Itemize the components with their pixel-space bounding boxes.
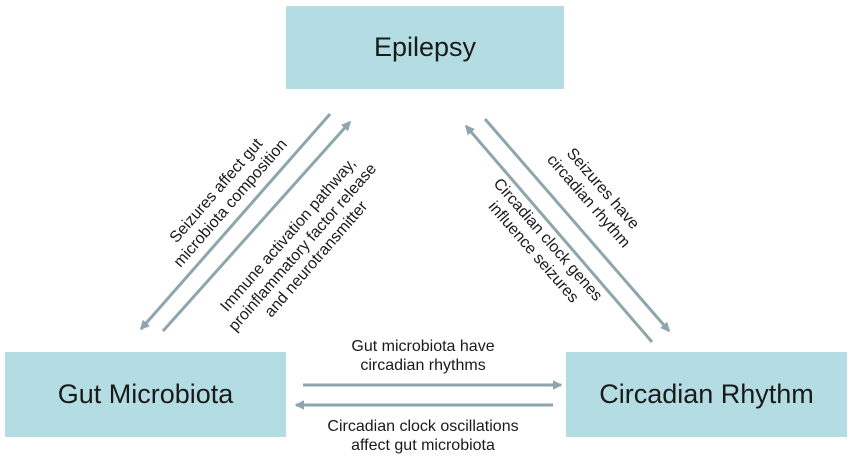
label-circadian-to-gut-line2: affect gut microbiota <box>351 436 495 454</box>
gut-microbiota-label: Gut Microbiota <box>57 379 234 409</box>
arrow-epilepsy-to-gut <box>139 113 332 331</box>
label-circadian-to-gut: Circadian clock oscillations affect gut … <box>308 418 538 455</box>
gut-microbiota-node: Gut Microbiota <box>5 352 286 437</box>
epilepsy-node: Epilepsy <box>286 6 564 89</box>
label-gut-to-circadian-line1: Gut microbiota have <box>351 338 495 355</box>
circadian-rhythm-label: Circadian Rhythm <box>599 379 814 409</box>
label-circadian-to-gut-line1: Circadian clock oscillations <box>327 418 519 435</box>
circadian-rhythm-node: Circadian Rhythm <box>566 352 847 437</box>
label-gut-to-circadian-line2: circadian rhythms <box>360 356 486 374</box>
arrow-gut-to-epilepsy <box>161 120 352 333</box>
arrow-circadian-to-epilepsy <box>464 124 654 343</box>
arrow-epilepsy-to-circadian <box>483 118 671 333</box>
epilepsy-label: Epilepsy <box>373 32 477 62</box>
label-gut-to-circadian: Gut microbiota have circadian rhythms <box>318 338 528 375</box>
